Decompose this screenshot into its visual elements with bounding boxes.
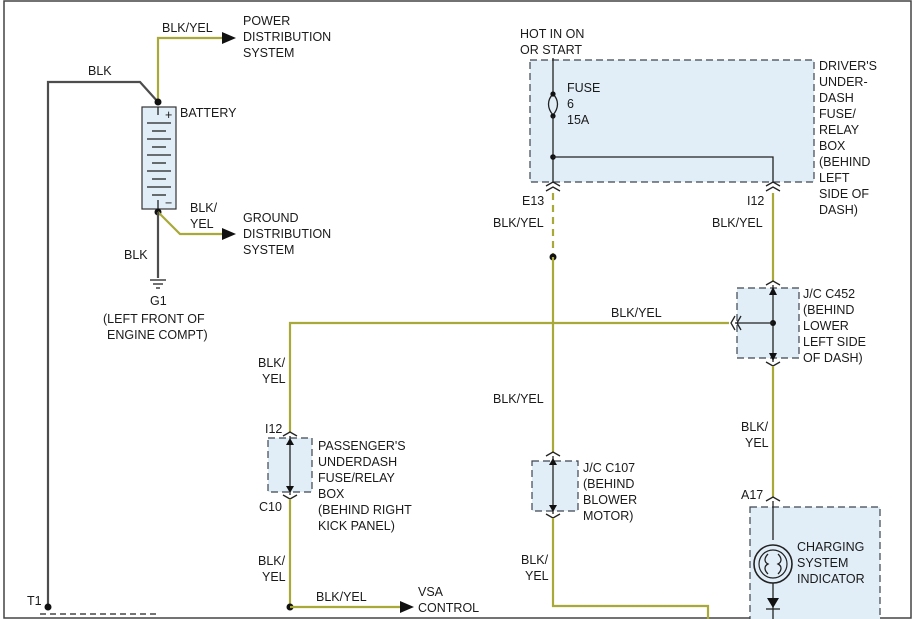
c452-below-label-1: BLK/ bbox=[741, 420, 769, 434]
driver-box-name-10: DASH) bbox=[819, 203, 858, 217]
fuse-label-3: 15A bbox=[567, 113, 590, 127]
ground-dist-arrow bbox=[222, 228, 236, 240]
fuse-label-1: FUSE bbox=[567, 81, 600, 95]
driver-box-name-8: LEFT bbox=[819, 171, 850, 185]
ground-id: G1 bbox=[150, 294, 167, 308]
pin-a17: A17 bbox=[741, 488, 763, 502]
c107-lower-wire-2: YEL bbox=[525, 569, 549, 583]
center-wire-label: BLK/YEL bbox=[493, 392, 544, 406]
blk-wire-label-top: BLK bbox=[88, 64, 112, 78]
jc-c107-name-3: BLOWER bbox=[583, 493, 637, 507]
vsa-wire-label: BLK/YEL bbox=[316, 590, 367, 604]
jc-c452-name-5: OF DASH) bbox=[803, 351, 863, 365]
driver-box-name-6: BOX bbox=[819, 139, 846, 153]
ground-dist-label-2: DISTRIBUTION bbox=[243, 227, 331, 241]
power-dist-label-2: DISTRIBUTION bbox=[243, 30, 331, 44]
pass-box-name-5: (BEHIND RIGHT bbox=[318, 503, 412, 517]
jc-c452-name-1: J/C C452 bbox=[803, 287, 855, 301]
jc-c107: J/C C107 (BEHIND BLOWER MOTOR) bbox=[531, 451, 637, 523]
indicator-name-3: INDICATOR bbox=[797, 572, 865, 586]
c452-below-label-2: YEL bbox=[745, 436, 769, 450]
jc-c107-outline bbox=[531, 460, 579, 512]
driver-box-name-2: UNDER- bbox=[819, 75, 868, 89]
jc-c452-name-2: (BEHIND bbox=[803, 303, 854, 317]
power-wire-label: BLK/YEL bbox=[162, 21, 213, 35]
pass-box-name-2: UNDERDASH bbox=[318, 455, 397, 469]
indicator-name-2: SYSTEM bbox=[797, 556, 848, 570]
pass-lower-wire-1: BLK/ bbox=[258, 554, 286, 568]
jc-c107-name-4: MOTOR) bbox=[583, 509, 633, 523]
battery-power-wire bbox=[156, 36, 222, 102]
indicator-name-1: CHARGING bbox=[797, 540, 864, 554]
fuse-label-2: 6 bbox=[567, 97, 574, 111]
jc-c452-name-4: LEFT SIDE bbox=[803, 335, 866, 349]
pin-i12-pass: I12 bbox=[265, 422, 282, 436]
pass-upper-wire-1: BLK/ bbox=[258, 356, 286, 370]
pin-c10: C10 bbox=[259, 500, 282, 514]
jc-c452-name-3: LOWER bbox=[803, 319, 849, 333]
pass-box-name-6: KICK PANEL) bbox=[318, 519, 395, 533]
ground-dist-wire bbox=[157, 211, 222, 236]
pin-i12-driver: I12 bbox=[747, 194, 764, 208]
battery-label: BATTERY bbox=[180, 106, 237, 120]
power-dist-arrow bbox=[222, 32, 236, 44]
driver-box-name-1: DRIVER'S bbox=[819, 59, 877, 73]
driver-box-outline bbox=[529, 59, 815, 183]
driver-fuse-box: HOT IN ON OR START FUSE 6 15A DRIVER'S U… bbox=[493, 27, 877, 230]
ground-wire-label-1: BLK/ bbox=[190, 201, 218, 215]
ground-loc-2: ENGINE COMPT) bbox=[107, 328, 208, 342]
c107-lower-wire-1: BLK/ bbox=[521, 553, 549, 567]
c452-horiz-label: BLK/YEL bbox=[611, 306, 662, 320]
passenger-fuse-box: BLK/ YEL I12 C10 PASSENGER'S UNDERDASH F… bbox=[258, 356, 412, 533]
power-dist-label-1: POWER bbox=[243, 14, 290, 28]
pass-upper-wire-2: YEL bbox=[262, 372, 286, 386]
ground-dist-label-1: GROUND bbox=[243, 211, 299, 225]
ground-dist-label-3: SYSTEM bbox=[243, 243, 294, 257]
vsa-label-1: VSA bbox=[418, 585, 444, 599]
vsa-arrow bbox=[400, 601, 414, 613]
driver-box-name-4: FUSE/ bbox=[819, 107, 856, 121]
ground-symbol-icon bbox=[150, 279, 166, 289]
jc-c107-name-2: (BEHIND bbox=[583, 477, 634, 491]
ground-wire-label-2: YEL bbox=[190, 217, 214, 231]
ground-loc-1: (LEFT FRONT OF bbox=[103, 312, 205, 326]
t1-label: T1 bbox=[27, 594, 42, 608]
diagram-frame bbox=[3, 0, 912, 619]
indicator-bulb-icon bbox=[753, 544, 793, 584]
hot-label-2: OR START bbox=[520, 43, 582, 57]
driver-box-name-7: (BEHIND bbox=[819, 155, 870, 169]
charging-indicator: A17 CHARGING SYSTEM INDICATOR bbox=[741, 488, 881, 619]
pin-e13: E13 bbox=[522, 194, 544, 208]
c452-horizontal-wire bbox=[288, 321, 729, 432]
ground-wire-label: BLK bbox=[124, 248, 148, 262]
battery-blk-wire bbox=[46, 80, 159, 607]
pass-lower-wire-2: YEL bbox=[262, 570, 286, 584]
c107-lower-wire bbox=[551, 518, 710, 619]
jc-c452: J/C C452 (BEHIND LOWER LEFT SIDE OF DASH… bbox=[730, 280, 866, 367]
battery-minus: − bbox=[165, 196, 172, 210]
driver-box-name-3: DASH bbox=[819, 91, 854, 105]
driver-box-name-9: SIDE OF bbox=[819, 187, 869, 201]
battery-body bbox=[141, 106, 177, 210]
hot-label-1: HOT IN ON bbox=[520, 27, 584, 41]
battery-plus: + bbox=[165, 108, 172, 122]
driver-box-name-5: RELAY bbox=[819, 123, 860, 137]
wire-label-e13: BLK/YEL bbox=[493, 216, 544, 230]
pass-box-name-4: BOX bbox=[318, 487, 345, 501]
wire-label-i12: BLK/YEL bbox=[712, 216, 763, 230]
battery-section: BLK/YEL POWER DISTRIBUTION SYSTEM BLK + … bbox=[27, 14, 331, 615]
vsa-label-2: CONTROL bbox=[418, 601, 479, 615]
jc-c107-name-1: J/C C107 bbox=[583, 461, 635, 475]
pass-box-name-3: FUSE/RELAY bbox=[318, 471, 396, 485]
power-dist-label-3: SYSTEM bbox=[243, 46, 294, 60]
pass-box-name-1: PASSENGER'S bbox=[318, 439, 406, 453]
